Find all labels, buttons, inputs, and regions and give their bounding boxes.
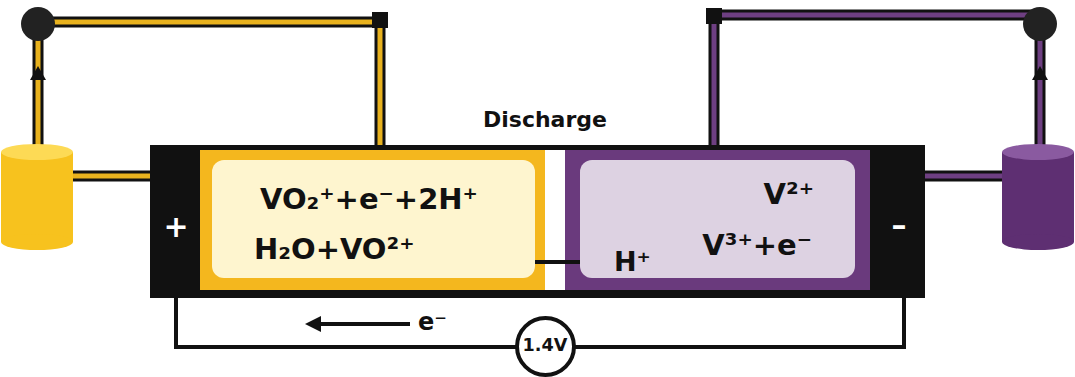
electron-label: e⁻ xyxy=(418,309,447,335)
polarity-sign: + xyxy=(163,210,188,243)
reaction-formula: H₂O+VO²⁺ xyxy=(254,234,415,266)
negative-half-cell xyxy=(565,150,870,290)
voltmeter-circle: 1.4V xyxy=(515,316,576,377)
electron-flow-arrow-head xyxy=(305,316,321,332)
reaction-formula: V²⁺ xyxy=(764,179,814,211)
reaction-box: VO₂⁺+e⁻+2H⁺ H₂O+VO²⁺ xyxy=(212,160,535,278)
positive-half-cell xyxy=(200,150,545,290)
purple-tank xyxy=(1002,144,1074,250)
reaction-formula: V³⁺+e⁻ xyxy=(702,230,812,262)
flow-arrowhead xyxy=(30,66,46,80)
pipe-elbow xyxy=(706,8,722,24)
flow-arrowhead xyxy=(1032,66,1048,80)
ion-label: H⁺ xyxy=(614,247,651,277)
pump-symbol xyxy=(1023,7,1057,41)
voltage-value: 1.4V xyxy=(523,336,568,355)
pipe-elbow xyxy=(372,12,388,28)
reaction-formula: VO₂⁺+e⁻+2H⁺ xyxy=(260,184,478,216)
yellow-tank xyxy=(1,144,73,250)
membrane xyxy=(545,150,565,290)
diagram-title: Discharge xyxy=(483,108,607,132)
cell-housing xyxy=(150,145,925,298)
pump-symbol xyxy=(21,7,55,41)
polarity-sign: – xyxy=(892,208,907,241)
electron-flow-arrow xyxy=(315,322,410,326)
